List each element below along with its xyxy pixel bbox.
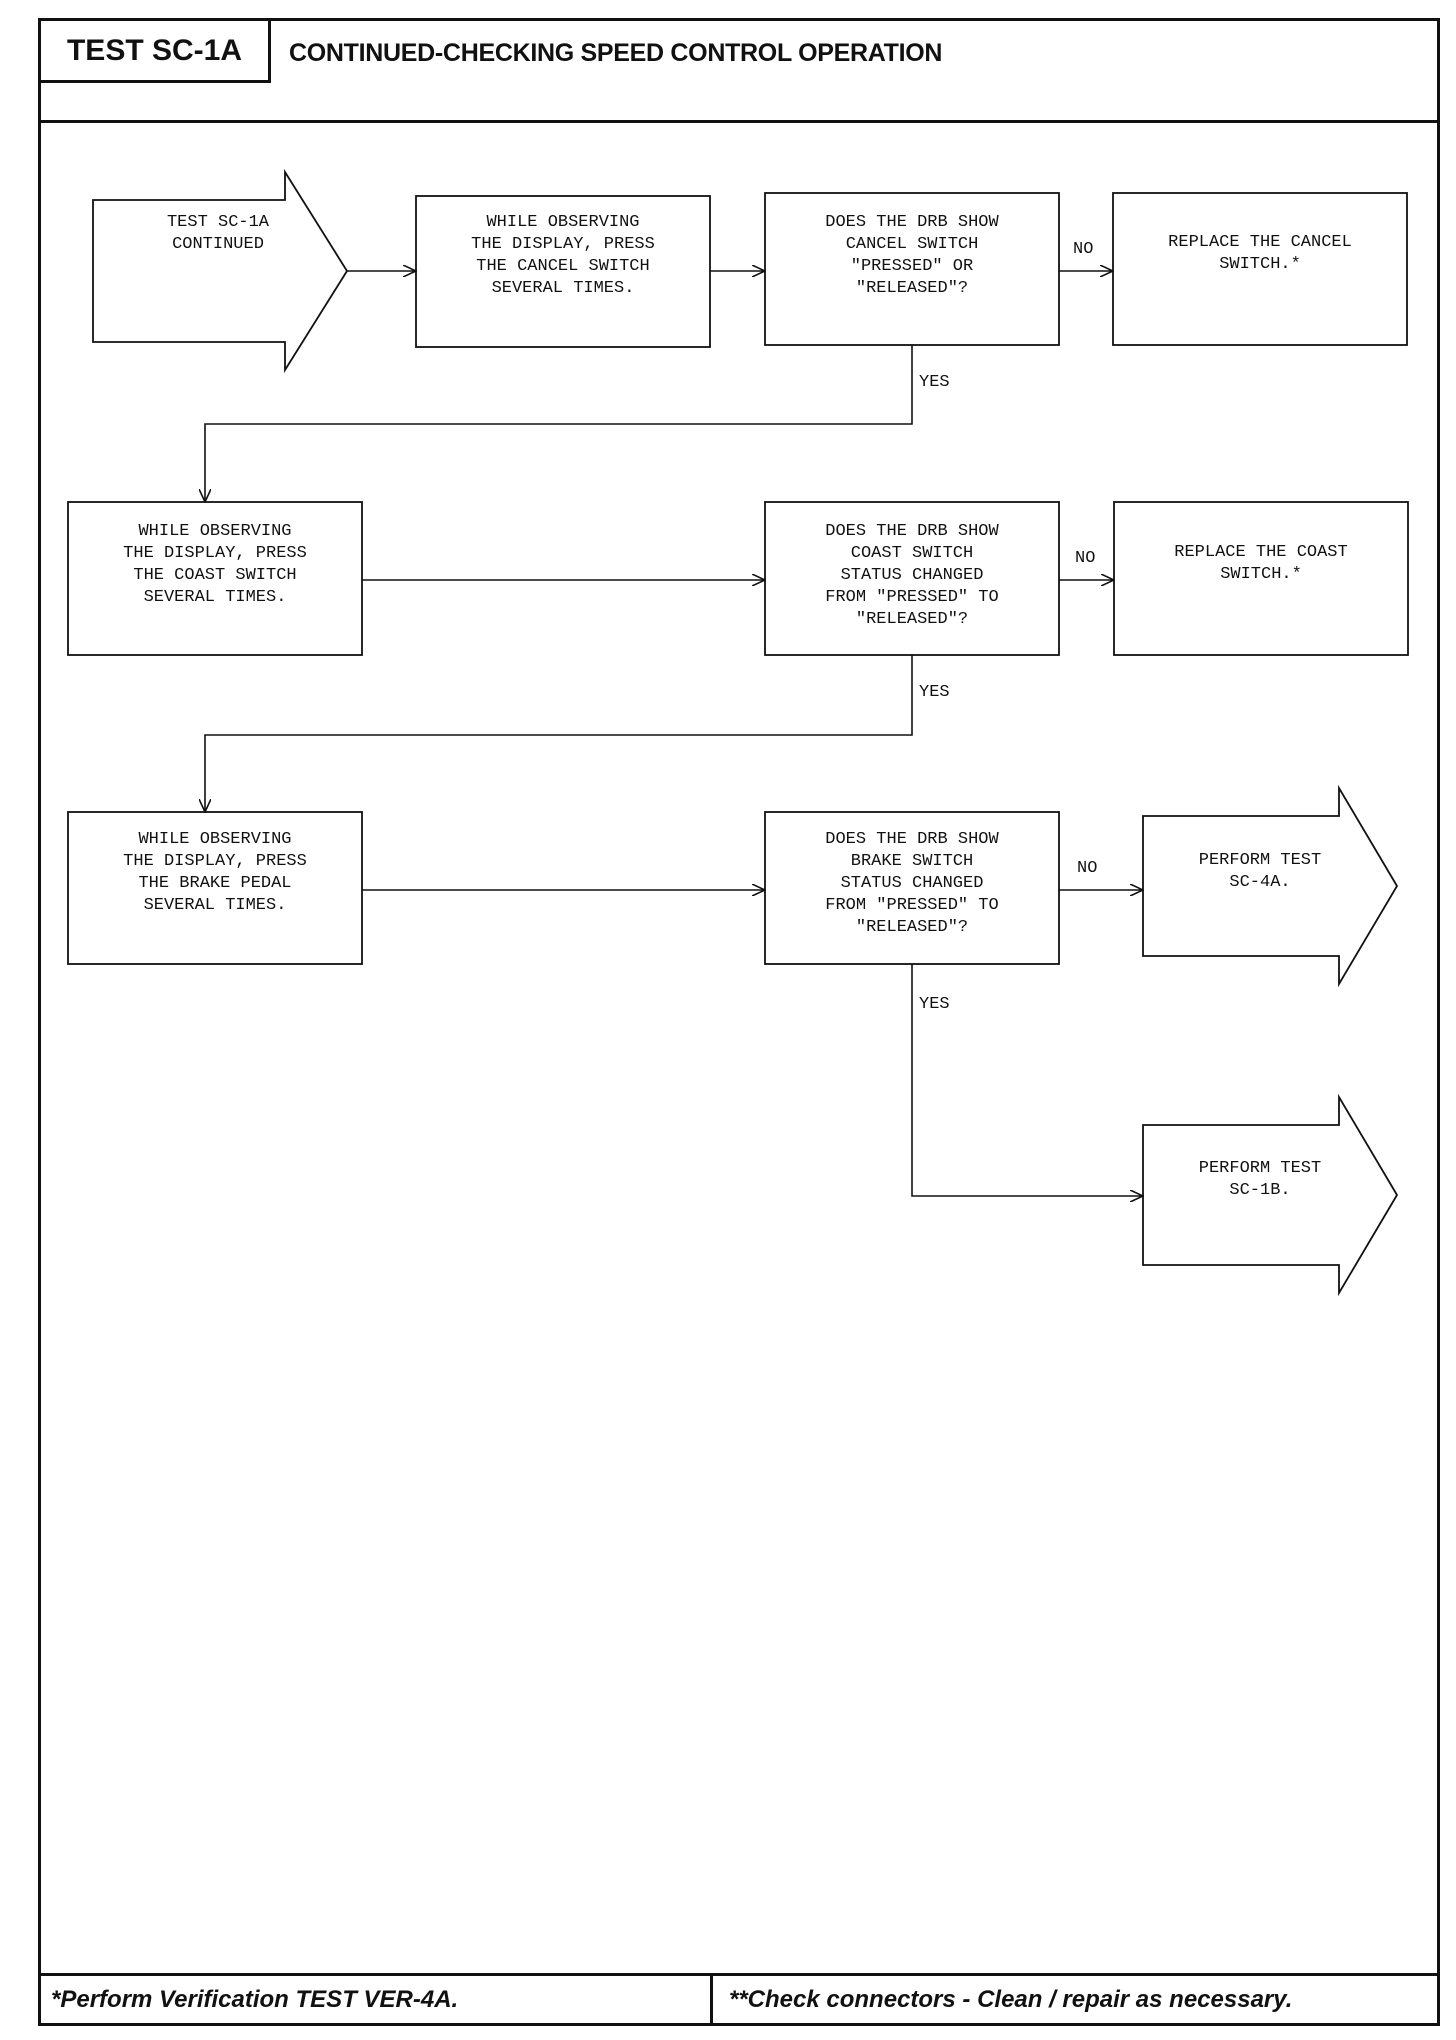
box-shape — [764, 192, 1060, 346]
node-coast-decision — [764, 501, 1060, 656]
coast-decision-text-line: "RELEASED"? — [856, 610, 968, 629]
coast-decision-text-line: FROM "PRESSED" TO — [825, 588, 998, 607]
arrow-shape — [1142, 1093, 1399, 1297]
box-shape — [67, 811, 363, 965]
cancel-decision-text-line: "PRESSED" OR — [851, 257, 973, 276]
cancel-action-text-line: THE DISPLAY, PRESS — [471, 235, 655, 254]
perform-1b-text-line: PERFORM TEST — [1199, 1159, 1321, 1178]
title-bar: TEST SC-1A CONTINUED-CHECKING SPEED CONT… — [41, 21, 1437, 123]
node-perform-1b — [1142, 1093, 1399, 1297]
cancel-decision-text-line: DOES THE DRB SHOW — [825, 213, 999, 232]
perform-1b-text-line: SC-1B. — [1229, 1181, 1290, 1200]
brake-action-text-line: WHILE OBSERVING — [138, 830, 291, 849]
node-brake-action — [67, 811, 363, 965]
box-shape — [1113, 501, 1409, 656]
coast-decision-text-line: STATUS CHANGED — [841, 566, 984, 585]
brake-decision-text-line: FROM "PRESSED" TO — [825, 896, 998, 915]
footer-note-connectors: **Check connectors - Clean / repair as n… — [729, 1985, 1293, 2013]
replace-coast-text-line: REPLACE THE COAST — [1174, 543, 1347, 562]
footer: *Perform Verification TEST VER-4A. **Che… — [41, 1973, 1437, 2023]
cancel-action-text-line: SEVERAL TIMES. — [492, 279, 635, 298]
arrow-shape — [92, 168, 349, 374]
box-shape — [415, 195, 711, 348]
box-shape — [67, 501, 363, 656]
brake-action-text-line: THE BRAKE PEDAL — [138, 874, 291, 893]
start-text-line: CONTINUED — [172, 235, 264, 254]
page-title: CONTINUED-CHECKING SPEED CONTROL OPERATI… — [289, 39, 943, 67]
replace-cancel-text-line: REPLACE THE CANCEL — [1168, 233, 1352, 252]
coast-decision-text-line: DOES THE DRB SHOW — [825, 522, 999, 541]
coast-action-text-line: THE DISPLAY, PRESS — [123, 544, 307, 563]
node-start — [92, 168, 349, 374]
brake-decision-text-line: DOES THE DRB SHOW — [825, 830, 999, 849]
brake-decision-text-line: STATUS CHANGED — [841, 874, 984, 893]
footer-note-verification: *Perform Verification TEST VER-4A. — [41, 1976, 713, 2023]
box-shape — [764, 811, 1060, 965]
node-replace-coast — [1113, 501, 1409, 656]
node-cancel-decision — [764, 192, 1060, 346]
label-coast-no: NO — [1075, 549, 1095, 568]
edge-brake-yes — [911, 964, 1143, 1196]
test-id-tab: TEST SC-1A — [41, 21, 271, 83]
label-brake-no: NO — [1077, 859, 1097, 878]
node-perform-4a — [1142, 784, 1399, 988]
start-text-line: TEST SC-1A — [167, 213, 270, 232]
brake-action-text-line: SEVERAL TIMES. — [144, 896, 287, 915]
label-cancel-yes: YES — [919, 373, 950, 392]
brake-action-text-line: THE DISPLAY, PRESS — [123, 852, 307, 871]
node-replace-cancel — [1112, 192, 1408, 346]
edge-cancel-yes — [205, 345, 913, 502]
box-shape — [1112, 192, 1408, 346]
coast-action-text-line: SEVERAL TIMES. — [144, 588, 287, 607]
node-cancel-action — [415, 195, 711, 348]
brake-decision-text-line: BRAKE SWITCH — [851, 852, 973, 871]
brake-decision-text-line: "RELEASED"? — [856, 918, 968, 937]
node-brake-decision — [764, 811, 1060, 965]
cancel-action-text-line: WHILE OBSERVING — [486, 213, 639, 232]
box-shape — [764, 501, 1060, 656]
arrow-shape — [1142, 784, 1399, 988]
cancel-decision-text-line: CANCEL SWITCH — [846, 235, 979, 254]
label-cancel-no: NO — [1073, 240, 1093, 259]
label-coast-yes: YES — [919, 683, 950, 702]
coast-decision-text-line: COAST SWITCH — [851, 544, 973, 563]
perform-4a-text-line: PERFORM TEST — [1199, 851, 1321, 870]
label-brake-yes: YES — [919, 995, 950, 1014]
cancel-decision-text-line: "RELEASED"? — [856, 279, 968, 298]
page-frame: TEST SC-1A CONTINUED-CHECKING SPEED CONT… — [38, 18, 1440, 2026]
node-coast-action — [67, 501, 363, 656]
edge-coast-yes — [205, 655, 913, 812]
coast-action-text-line: THE COAST SWITCH — [133, 566, 296, 585]
perform-4a-text-line: SC-4A. — [1229, 873, 1290, 892]
replace-cancel-text-line: SWITCH.* — [1219, 255, 1301, 274]
replace-coast-text-line: SWITCH.* — [1220, 565, 1302, 584]
coast-action-text-line: WHILE OBSERVING — [138, 522, 291, 541]
cancel-action-text-line: THE CANCEL SWITCH — [476, 257, 649, 276]
